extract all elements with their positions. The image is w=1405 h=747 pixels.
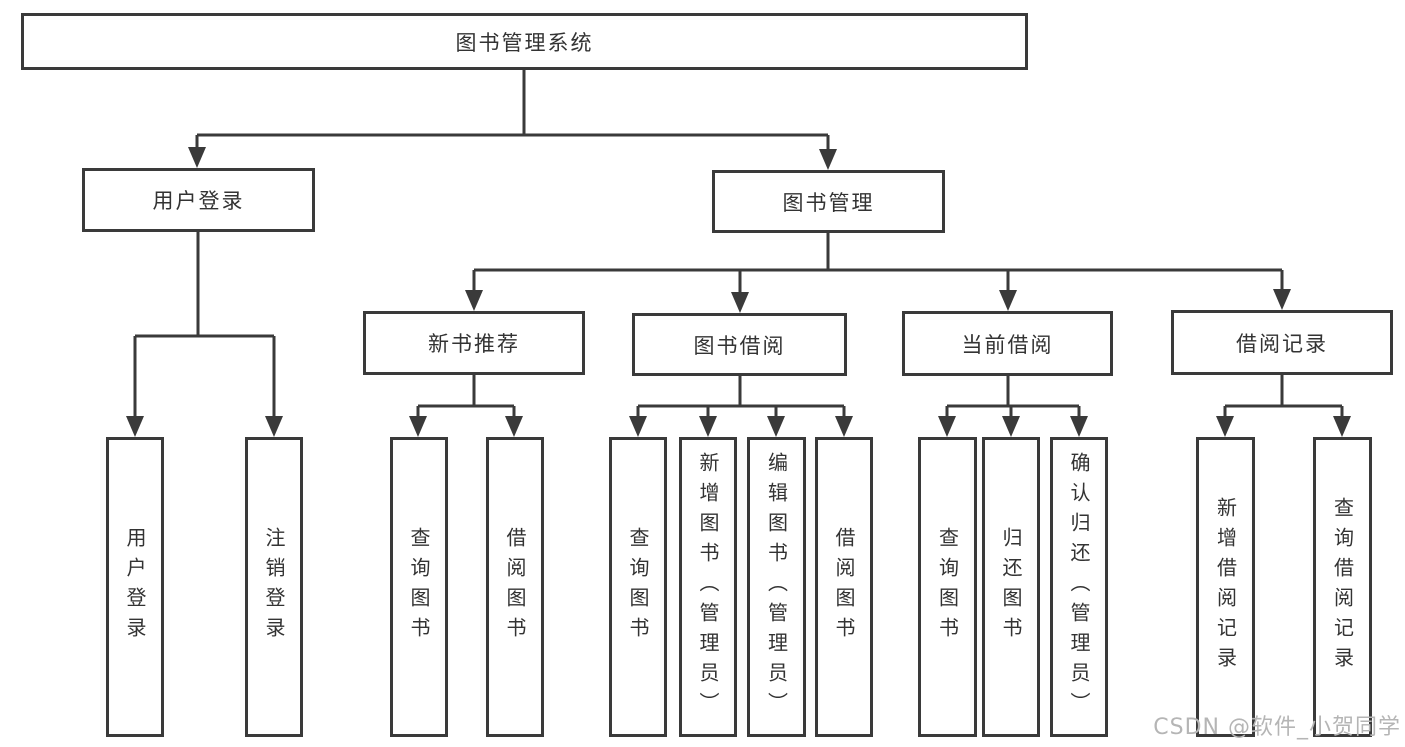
arrowhead	[188, 147, 206, 168]
node-library-system: 图书管理系统	[21, 13, 1028, 70]
node-book-management-label: 图书管理	[782, 190, 875, 215]
node-leaf-confirm-return-admin: 确认归还（管理员）	[1050, 437, 1108, 737]
node-leaf-query-book-2: 查询图书	[609, 437, 667, 737]
arrowhead	[1070, 416, 1088, 437]
leaf-label: 查询图书	[407, 527, 431, 647]
node-book-management: 图书管理	[712, 170, 945, 233]
node-leaf-borrow-book-2: 借阅图书	[815, 437, 873, 737]
node-leaf-logout: 注销登录	[245, 437, 303, 737]
arrowhead	[938, 416, 956, 437]
leaf-label: 查询图书	[935, 527, 960, 647]
leaf-label: 查询图书	[626, 527, 650, 647]
node-leaf-query-book-3: 查询图书	[918, 437, 977, 737]
node-new-book-recommend-label: 新书推荐	[428, 332, 520, 356]
arrowhead	[1273, 289, 1291, 310]
leaf-label: 归还图书	[999, 527, 1023, 647]
node-leaf-edit-book-admin: 编辑图书（管理员）	[747, 437, 806, 737]
node-leaf-add-borrow-record: 新增借阅记录	[1196, 437, 1255, 737]
leaf-label: 编辑图书（管理员）	[764, 452, 789, 722]
leaf-label: 新增借阅记录	[1213, 497, 1238, 677]
node-leaf-return-book: 归还图书	[982, 437, 1040, 737]
arrowhead	[699, 416, 717, 437]
node-leaf-add-book-admin: 新增图书（管理员）	[679, 437, 737, 737]
arrowhead	[505, 416, 523, 437]
node-current-borrow-label: 当前借阅	[961, 332, 1054, 357]
arrowhead	[835, 416, 853, 437]
node-leaf-user-login: 用户登录	[106, 437, 164, 737]
arrowhead	[409, 416, 427, 437]
node-current-borrow: 当前借阅	[902, 311, 1113, 376]
leaf-label: 确认归还（管理员）	[1067, 452, 1091, 722]
arrowhead	[767, 416, 785, 437]
leaf-label: 注销登录	[262, 527, 286, 647]
connector-lines	[133, 70, 1344, 421]
leaf-label: 新增图书（管理员）	[696, 452, 720, 722]
leaf-label: 借阅图书	[832, 527, 856, 647]
arrowhead	[265, 416, 283, 437]
leaf-label: 查询借阅记录	[1330, 497, 1355, 677]
node-new-book-recommend: 新书推荐	[363, 311, 585, 375]
node-leaf-query-borrow-record: 查询借阅记录	[1313, 437, 1372, 737]
csdn-watermark: CSDN @软件_小贺同学	[1153, 715, 1401, 740]
arrowhead	[731, 292, 749, 313]
arrowhead	[819, 149, 837, 170]
node-borrow-record: 借阅记录	[1171, 310, 1393, 375]
arrowheads	[126, 147, 1351, 437]
node-book-borrow-label: 图书借阅	[693, 333, 786, 358]
arrowhead	[1002, 416, 1020, 437]
node-borrow-record-label: 借阅记录	[1236, 331, 1328, 356]
node-book-borrow: 图书借阅	[632, 313, 847, 376]
leaf-label: 借阅图书	[503, 527, 527, 647]
arrowhead	[999, 290, 1017, 311]
arrowhead	[465, 290, 483, 311]
arrowhead	[1216, 416, 1234, 437]
arrowhead	[1333, 416, 1351, 437]
leaf-label: 用户登录	[123, 527, 147, 647]
node-user-login-group: 用户登录	[82, 168, 315, 232]
node-user-login-group-label: 用户登录	[152, 189, 245, 213]
node-leaf-query-book-1: 查询图书	[390, 437, 448, 737]
node-leaf-borrow-book-1: 借阅图书	[486, 437, 544, 737]
node-library-system-label: 图书管理系统	[455, 30, 594, 55]
arrowhead	[629, 416, 647, 437]
arrowhead	[126, 416, 144, 437]
